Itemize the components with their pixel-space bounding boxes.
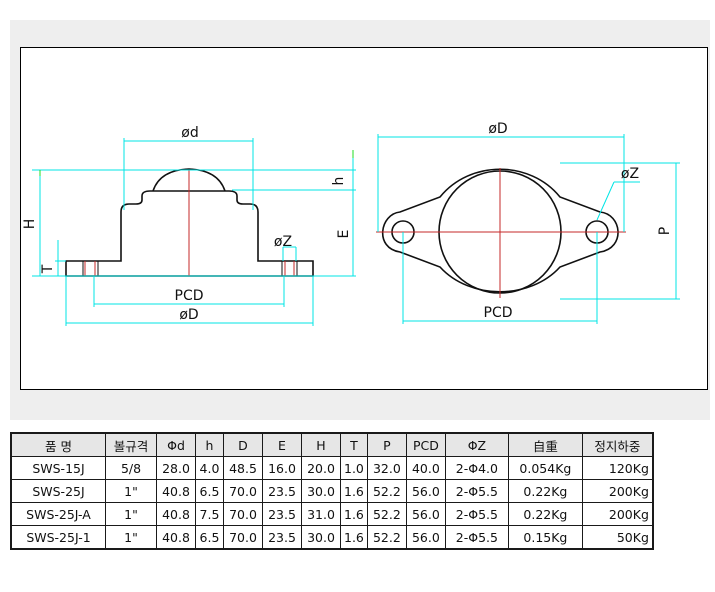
table-cell: 1.0 — [340, 456, 368, 480]
col-header: ΦZ — [444, 432, 509, 457]
table-cell: 4.0 — [195, 456, 224, 480]
col-header: H — [301, 432, 341, 457]
table-cell: 1.6 — [340, 479, 368, 503]
table-cell: 52.2 — [366, 502, 407, 526]
label-phi-Z-top: øZ — [621, 166, 639, 182]
col-header: PCD — [405, 432, 446, 457]
flange-outline — [381, 168, 619, 293]
table-cell: 1" — [105, 502, 157, 526]
table-cell: 40.8 — [156, 479, 196, 503]
label-T: T — [40, 264, 56, 274]
table-row: SWS-15J 5/8 28.0 4.0 48.5 16.0 20.0 1.0 … — [10, 456, 654, 480]
table-cell: 0.054Kg — [507, 456, 583, 480]
table-cell: 1.6 — [340, 525, 368, 550]
col-header: h — [195, 432, 224, 457]
table-cell: 40.0 — [405, 456, 446, 480]
table-cell: 48.5 — [223, 456, 263, 480]
table-cell: 7.5 — [195, 502, 224, 526]
table-cell: 2-Φ5.5 — [444, 525, 509, 550]
label-phi-D-top: øD — [488, 121, 507, 137]
table-cell: 6.5 — [195, 479, 224, 503]
top-view: øD øZ P PCD — [376, 121, 680, 324]
side-body-outline — [65, 190, 314, 277]
col-header: Φd — [156, 432, 196, 457]
table-cell: 1" — [105, 525, 157, 550]
table-cell: 20.0 — [301, 456, 341, 480]
col-header: 품 명 — [10, 432, 106, 457]
table-cell: 56.0 — [405, 525, 446, 550]
side-view: ød h H T E øZ PCD øD — [22, 125, 356, 326]
label-phi-D-side: øD — [179, 307, 198, 323]
label-phi-d: ød — [181, 125, 198, 141]
table-cell: 200Kg — [581, 479, 654, 503]
table-cell: 2-Φ4.0 — [444, 456, 509, 480]
technical-drawing: ød h H T E øZ PCD øD — [20, 47, 708, 390]
label-E: E — [336, 230, 352, 239]
table-row: SWS-25J 1" 40.8 6.5 70.0 23.5 30.0 1.6 5… — [10, 479, 654, 503]
col-header: E — [262, 432, 302, 457]
table-cell: 30.0 — [301, 525, 341, 550]
table-row: SWS-25J-1 1" 40.8 6.5 70.0 23.5 30.0 1.6… — [10, 525, 654, 550]
table-cell: 1.6 — [340, 502, 368, 526]
label-PCD-side: PCD — [175, 288, 204, 304]
label-phi-Z-side: øZ — [274, 234, 292, 250]
table-cell: 0.15Kg — [507, 525, 583, 550]
table-cell: 2-Φ5.5 — [444, 479, 509, 503]
table-cell: 0.22Kg — [507, 502, 583, 526]
table-cell: 50Kg — [581, 525, 654, 550]
table-cell: 23.5 — [262, 479, 302, 503]
table-cell: 6.5 — [195, 525, 224, 550]
table-cell: 5/8 — [105, 456, 157, 480]
col-header: 自重 — [507, 432, 583, 457]
table-cell: 30.0 — [301, 479, 341, 503]
table-cell: SWS-15J — [10, 456, 106, 480]
table-cell: 56.0 — [405, 479, 446, 503]
table-cell: 0.22Kg — [507, 479, 583, 503]
table-header-row: 품 명 볼규격 Φd h D E H T P PCD ΦZ 自重 정지하중 — [10, 432, 654, 457]
col-header: 볼규격 — [105, 432, 157, 457]
table-row: SWS-25J-A 1" 40.8 7.5 70.0 23.5 31.0 1.6… — [10, 502, 654, 526]
table-cell: 23.5 — [262, 502, 302, 526]
drawing-frame — [20, 47, 708, 390]
label-H: H — [22, 219, 38, 230]
table-cell: 200Kg — [581, 502, 654, 526]
table-cell: 70.0 — [223, 502, 263, 526]
label-h: h — [331, 177, 347, 186]
spec-table: 품 명 볼규격 Φd h D E H T P PCD ΦZ 自重 정지하중 SW… — [10, 432, 654, 550]
col-header: P — [366, 432, 407, 457]
table-cell: 40.8 — [156, 525, 196, 550]
table-cell: 120Kg — [581, 456, 654, 480]
table-cell: 2-Φ5.5 — [444, 502, 509, 526]
table-cell: 70.0 — [223, 479, 263, 503]
col-header: D — [223, 432, 263, 457]
table-cell: 52.2 — [366, 479, 407, 503]
table-cell: 28.0 — [156, 456, 196, 480]
table-cell: 56.0 — [405, 502, 446, 526]
table-cell: SWS-25J-A — [10, 502, 106, 526]
table-cell: SWS-25J-1 — [10, 525, 106, 550]
ball-dome — [152, 168, 226, 192]
col-header: 정지하중 — [581, 432, 654, 457]
table-cell: 1" — [105, 479, 157, 503]
table-cell: 70.0 — [223, 525, 263, 550]
table-cell: 32.0 — [366, 456, 407, 480]
table-cell: SWS-25J — [10, 479, 106, 503]
table-cell: 16.0 — [262, 456, 302, 480]
label-PCD-top: PCD — [484, 305, 513, 321]
label-P: P — [657, 227, 673, 235]
table-cell: 40.8 — [156, 502, 196, 526]
table-cell: 23.5 — [262, 525, 302, 550]
table-cell: 52.2 — [366, 525, 407, 550]
col-header: T — [340, 432, 368, 457]
table-cell: 31.0 — [301, 502, 341, 526]
